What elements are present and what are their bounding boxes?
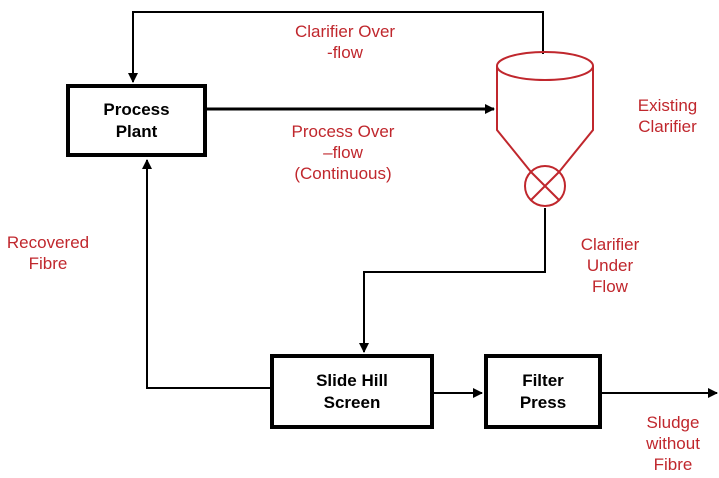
process-plant-label-2: Plant — [115, 121, 158, 141]
filter-press-box: Filter Press — [484, 354, 602, 429]
filter-press-label-2: Press — [519, 392, 567, 412]
clarifier-overflow-label: Clarifier Over -flow — [294, 22, 396, 62]
slide-hill-screen-label-2: Screen — [323, 392, 381, 412]
process-overflow-label: Process Over –flow (Continuous) — [291, 122, 395, 183]
slide-hill-screen-box: Slide Hill Screen — [270, 354, 434, 429]
sludge-label: Sludge without Fibre — [646, 413, 700, 474]
recovered-fibre-label: Recovered Fibre — [6, 233, 90, 273]
process-plant-box: Process Plant — [66, 84, 207, 157]
process-plant-label-1: Process — [103, 99, 170, 119]
clarifier-icon — [496, 51, 594, 207]
clarifier-underflow-label: Clarifier Under Flow — [580, 235, 640, 296]
slide-hill-screen-label-1: Slide Hill — [316, 370, 388, 390]
clarifier-overflow-line — [128, 11, 544, 83]
filter-press-label-1: Filter — [522, 370, 564, 390]
clarifier-underflow-line — [359, 208, 546, 353]
recovered-fibre-line — [142, 159, 270, 389]
existing-clarifier-label: Existing Clarifier — [637, 96, 698, 136]
